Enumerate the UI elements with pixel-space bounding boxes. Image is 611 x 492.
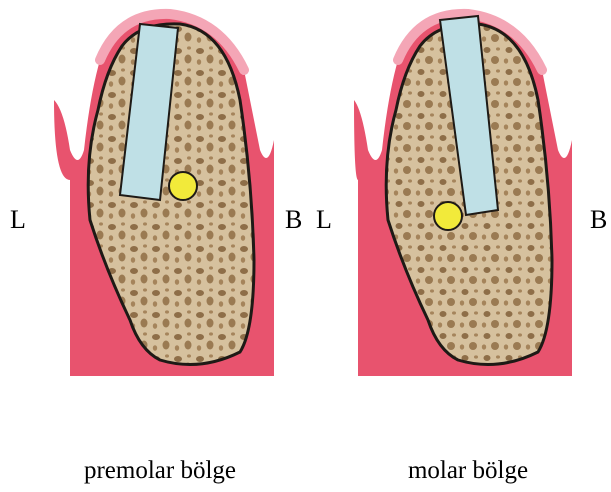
buccal-label-premolar: B [285, 207, 302, 233]
premolar-caption: premolar bölge [40, 458, 280, 483]
molar-diagram [348, 0, 588, 380]
buccal-label-molar: B [590, 207, 607, 233]
lingual-label-molar: L [316, 207, 332, 233]
marker-dot [169, 172, 197, 200]
premolar-diagram [40, 0, 280, 380]
lingual-label-premolar: L [10, 207, 26, 233]
marker-dot [434, 202, 462, 230]
molar-caption: molar bölge [348, 458, 588, 483]
